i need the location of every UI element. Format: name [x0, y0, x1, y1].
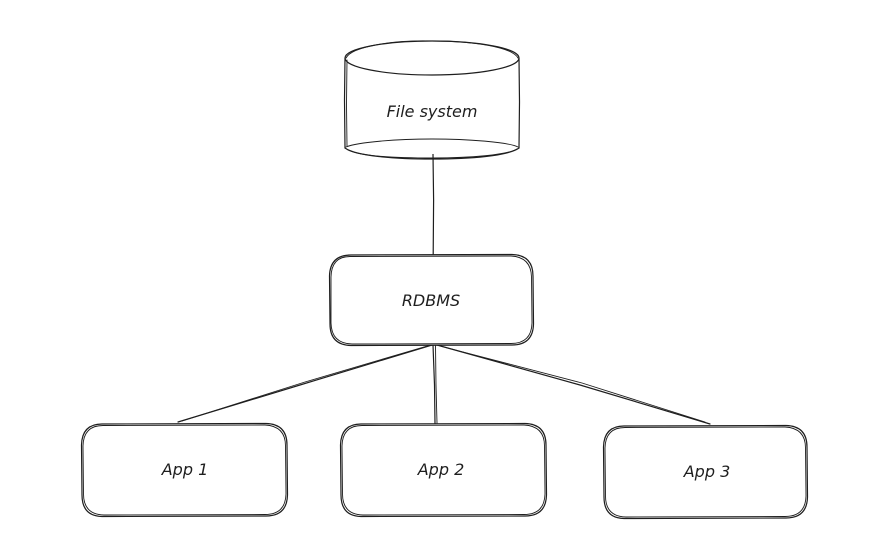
rdbms-node[interactable]: RDBMS: [328, 253, 535, 347]
database-node-label: File system: [387, 102, 478, 121]
app3-node-label: App 3: [683, 462, 731, 481]
edge-rdbms-app1-overstroke: [181, 343, 435, 422]
edge-rdbms-app3-overstroke: [439, 345, 706, 423]
edge-rdbms-app2-overstroke: [435, 344, 438, 424]
app2-node-label: App 2: [417, 460, 465, 479]
edge-rdbms-app3: [436, 344, 711, 425]
app2-node[interactable]: App 2: [339, 422, 548, 518]
edge-database-rdbms: [432, 153, 435, 255]
app3-node[interactable]: App 3: [602, 424, 809, 520]
database-node[interactable]: File system: [343, 40, 521, 160]
app1-node[interactable]: App 1: [80, 422, 289, 518]
rdbms-node-label: RDBMS: [402, 291, 460, 310]
edge-rdbms-app2: [432, 344, 436, 425]
connectors: [177, 153, 711, 425]
app1-node-label: App 1: [161, 460, 209, 479]
